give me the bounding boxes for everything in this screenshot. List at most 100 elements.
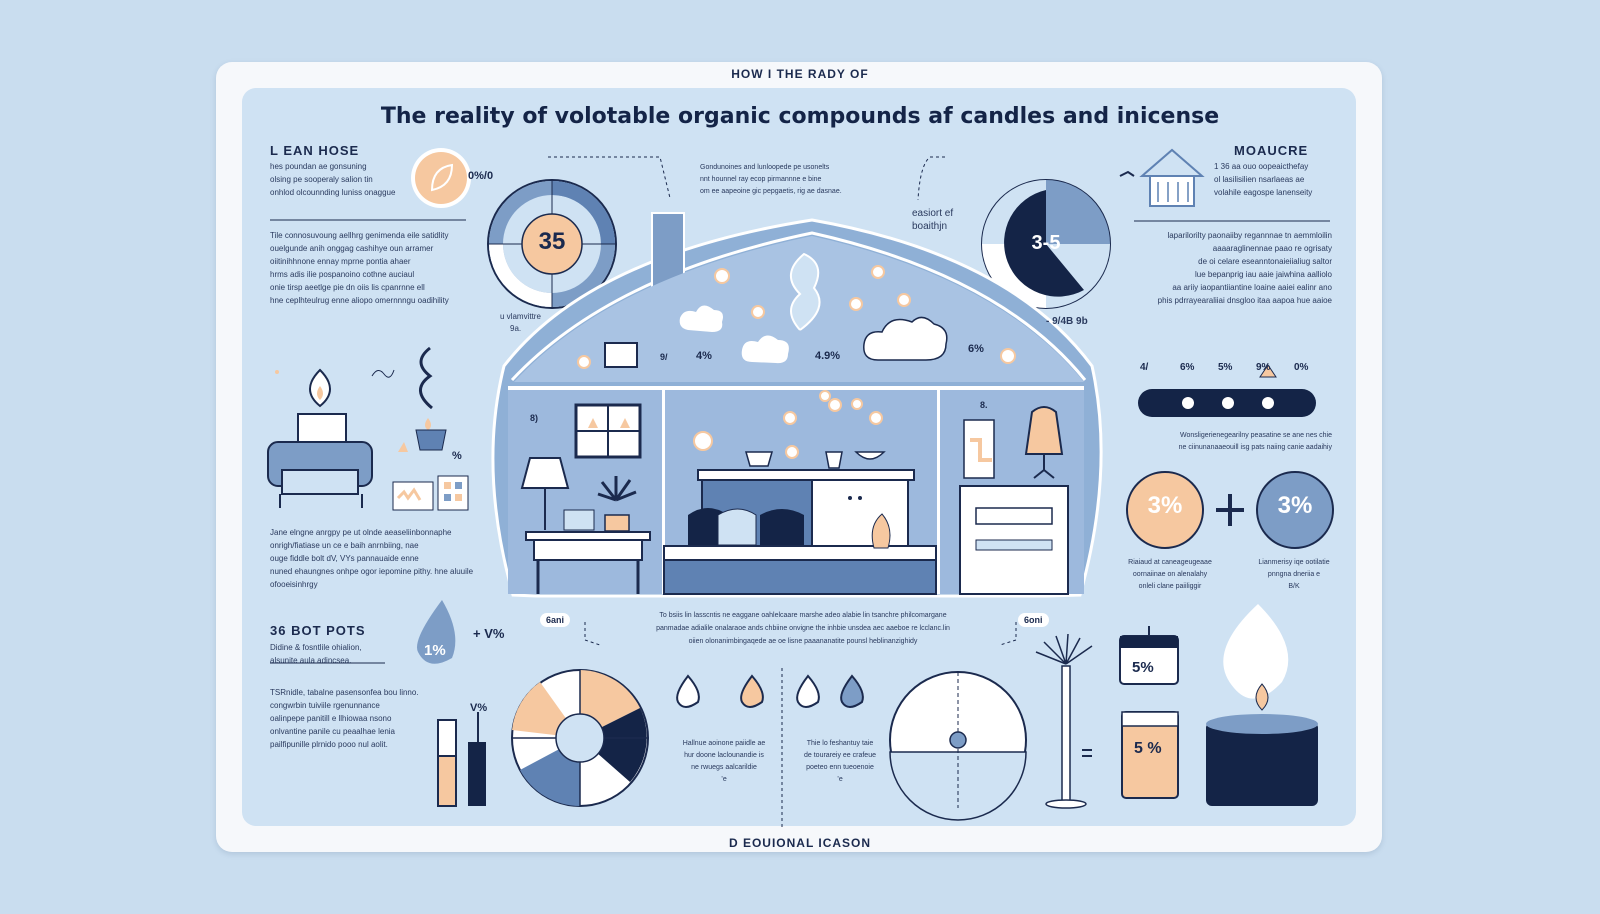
- left-badge-value: 0%/0: [468, 170, 494, 182]
- scale-label: 9%: [1256, 362, 1271, 373]
- season-label: easiort ef boaithjn: [912, 207, 953, 233]
- text-line: onie tirsp aeetlge pie dn oiis lis cpanr…: [270, 283, 425, 292]
- center-note: Gondunoines and lunloopede pe usonelts n…: [700, 162, 910, 198]
- text-line: olsing pe sooperaly salion tin: [270, 175, 373, 184]
- incense-stick-illustration: [1035, 633, 1093, 809]
- gauge-right: [981, 179, 1111, 309]
- gauge-left: [487, 179, 617, 309]
- leaf-badge-icon: [411, 148, 471, 208]
- text-line: ne ciinunanaaeouill isg pats naiing cani…: [1178, 444, 1332, 451]
- text-line: oiitinihhnone ennay mprne pontia ahaer: [270, 257, 411, 266]
- text-line: oalinpepe panitill e llhiowaa nsono: [270, 714, 392, 723]
- gauge-left-caption: u vlamvittre: [500, 312, 541, 321]
- pie-chart: [511, 669, 649, 807]
- percent-bubbles: [1126, 471, 1334, 549]
- text-line: pailfipunille plrnido pooo nul aolit.: [270, 740, 388, 749]
- candle-jars: [1119, 604, 1318, 806]
- text-line: hrms adis ilie pospanoino cothne auciaul: [270, 270, 415, 279]
- left-top-body: Tile connosuvoung aellhrg genimenda eile…: [270, 229, 470, 307]
- footer-tag: D EOUIONAL ICASON: [728, 836, 872, 850]
- drop-notes-1: Hallnue aoinone paiidle ae hur doone lac…: [674, 738, 774, 786]
- bubble-note-1: Riaiaud at caneageugeaae oornaiinae on a…: [1120, 557, 1220, 593]
- text-line: oornaiinae on alenalahy: [1132, 571, 1208, 578]
- bubble-1-value: 3%: [1147, 492, 1183, 519]
- text-line: ’e: [721, 776, 727, 783]
- bubble-note-2: Lianmerisy iqe ootilatie pnngna dneriia …: [1244, 557, 1344, 593]
- room-label-1: 8): [530, 413, 539, 423]
- house-icon: [1119, 148, 1205, 207]
- plus-pct: + V%: [473, 626, 505, 641]
- scale-bar: [1138, 364, 1316, 417]
- text-line: ouge fiddle bolt dV, VYs pannauaide enne: [270, 554, 419, 563]
- candle-bottom-pct: 5 %: [1134, 740, 1162, 757]
- drop-pct: 1%: [424, 642, 446, 659]
- header-tag: HOW I THE RADY OF: [731, 67, 869, 81]
- pill-left: 6ani: [540, 613, 571, 627]
- text-line: laparilorilty paonaiiby regannnae tn aem…: [1167, 231, 1332, 240]
- connector-bottom-right: [999, 622, 1017, 646]
- text-line: volahile eagospe lanenseity: [1214, 188, 1313, 197]
- drop-notes-2: Thie lo feshantuy taie de tourareiy ee c…: [790, 738, 890, 786]
- text-line: hur doone laclounandie is: [684, 752, 764, 759]
- house-illustration: [491, 212, 1103, 598]
- left-mid-pct: %: [452, 450, 462, 462]
- text-line: hes poundan ae gonsuning: [270, 162, 367, 171]
- scale-label: 0%: [1294, 362, 1309, 373]
- connector-right: [917, 156, 945, 201]
- text-line: congwrbin tuiviile rgenunnance: [270, 701, 380, 710]
- text-line: To bsiis lin lasscntis ne eaggane oahlel…: [659, 612, 947, 619]
- scale-label: 4/: [1140, 362, 1149, 373]
- mini-bar-chart: [437, 712, 486, 807]
- gauge-left-caption2: 9a.: [510, 324, 522, 333]
- page-title: The reality of volotable organic compoun…: [380, 104, 1220, 129]
- text-line: ouelgunde anih onggag cashihye oun arram…: [270, 244, 434, 253]
- candle-top-pct: 5%: [1132, 659, 1154, 676]
- left-mid-body: Jane elngne anrgpy pe ut olnde aeaseliin…: [270, 526, 475, 591]
- text-line: onhlod olcounnding luniss onaggue: [270, 188, 396, 197]
- text-line: Lianmerisy iqe ootilatie: [1258, 559, 1330, 566]
- text-line: Thie lo feshantuy taie: [806, 740, 874, 747]
- right-top-body: laparilorilty paonaiiby regannnae tn aem…: [1128, 229, 1332, 307]
- text-line: om ee aapeoine gic pepgaetis, rig ae das…: [700, 188, 842, 195]
- scale-label: 6%: [1180, 362, 1195, 373]
- text-line: hne ceplhteulrug enne aliopo omernnngu o…: [270, 296, 449, 305]
- house-pct-4: 6%: [968, 343, 984, 355]
- text-line: ’e: [837, 776, 843, 783]
- text-line: Riaiaud at caneageugeaae: [1128, 559, 1212, 566]
- text-line: pnngna dneriia e: [1267, 571, 1321, 578]
- text-line: panmadae adialile onalaraoe ands chbiine…: [656, 625, 950, 632]
- text-line: ol lasilisilien nsarlaeas ae: [1214, 175, 1305, 184]
- drop-badge: [417, 600, 456, 664]
- bar-pct: V%: [470, 702, 488, 714]
- house-pct-2: 4%: [696, 350, 712, 362]
- text-line: boaithjn: [912, 221, 948, 232]
- text-line: onleli clane paiiliggir: [1138, 583, 1202, 590]
- scale-label: 5%: [1218, 362, 1233, 373]
- text-line: aa ariiy iaopantiiantine loaine aaiei ea…: [1172, 283, 1332, 292]
- text-line: ne rwuegs aalcarildie: [691, 764, 757, 771]
- text-line: lue bepanprig iau aaie jaiwhina aalliolo: [1195, 270, 1332, 279]
- connector-left: [548, 156, 671, 199]
- text-line: onlvantine panile cu peaalhae lenia: [270, 727, 395, 736]
- left-bottom-body: TSRnidle, tabalne pasensonfea bou linno.…: [270, 686, 420, 751]
- text-line: nuned ehaungnes onhpe ogor iepomine pith…: [270, 567, 474, 576]
- left-bottom-heading: 36 BOT POTS: [270, 623, 366, 638]
- room-label-3: 8.: [980, 400, 988, 410]
- left-top-lines: hes poundan ae gonsuning olsing pe soope…: [270, 160, 420, 199]
- text-line: ofooeisinhrgy: [270, 580, 318, 589]
- connector-bottom-left: [584, 622, 601, 646]
- text-line: alsunite aula adincsea.: [270, 656, 352, 665]
- text-line: nnt hounnel ray ecop pirmannne e bine: [700, 176, 822, 183]
- scale-note: Wonsligerienegearilny peasatine se ane n…: [1126, 430, 1332, 454]
- right-top-lines: 1 36 aa ouo oopeaicthefay ol lasilisilie…: [1214, 160, 1334, 199]
- text-line: TSRnidle, tabalne pasensonfea bou linno.: [270, 688, 419, 697]
- text-line: onrigh/fiatiase un ce e baih anrnbiing, …: [270, 541, 419, 550]
- text-line: de tourareiy ee crafeue: [804, 752, 876, 759]
- text-line: poeteo enn tueoenoie: [806, 764, 874, 771]
- center-body: To bsiis lin lasscntis ne eaggane oahlel…: [603, 609, 1003, 648]
- left-top-heading: L EAN HOSE: [270, 143, 360, 158]
- right-top-heading: MOAUCRE: [1234, 143, 1309, 158]
- house-pct-1: 9/: [660, 352, 668, 362]
- text-line: oiien olonanimbingaqede ae oe lisne paaa…: [688, 638, 918, 645]
